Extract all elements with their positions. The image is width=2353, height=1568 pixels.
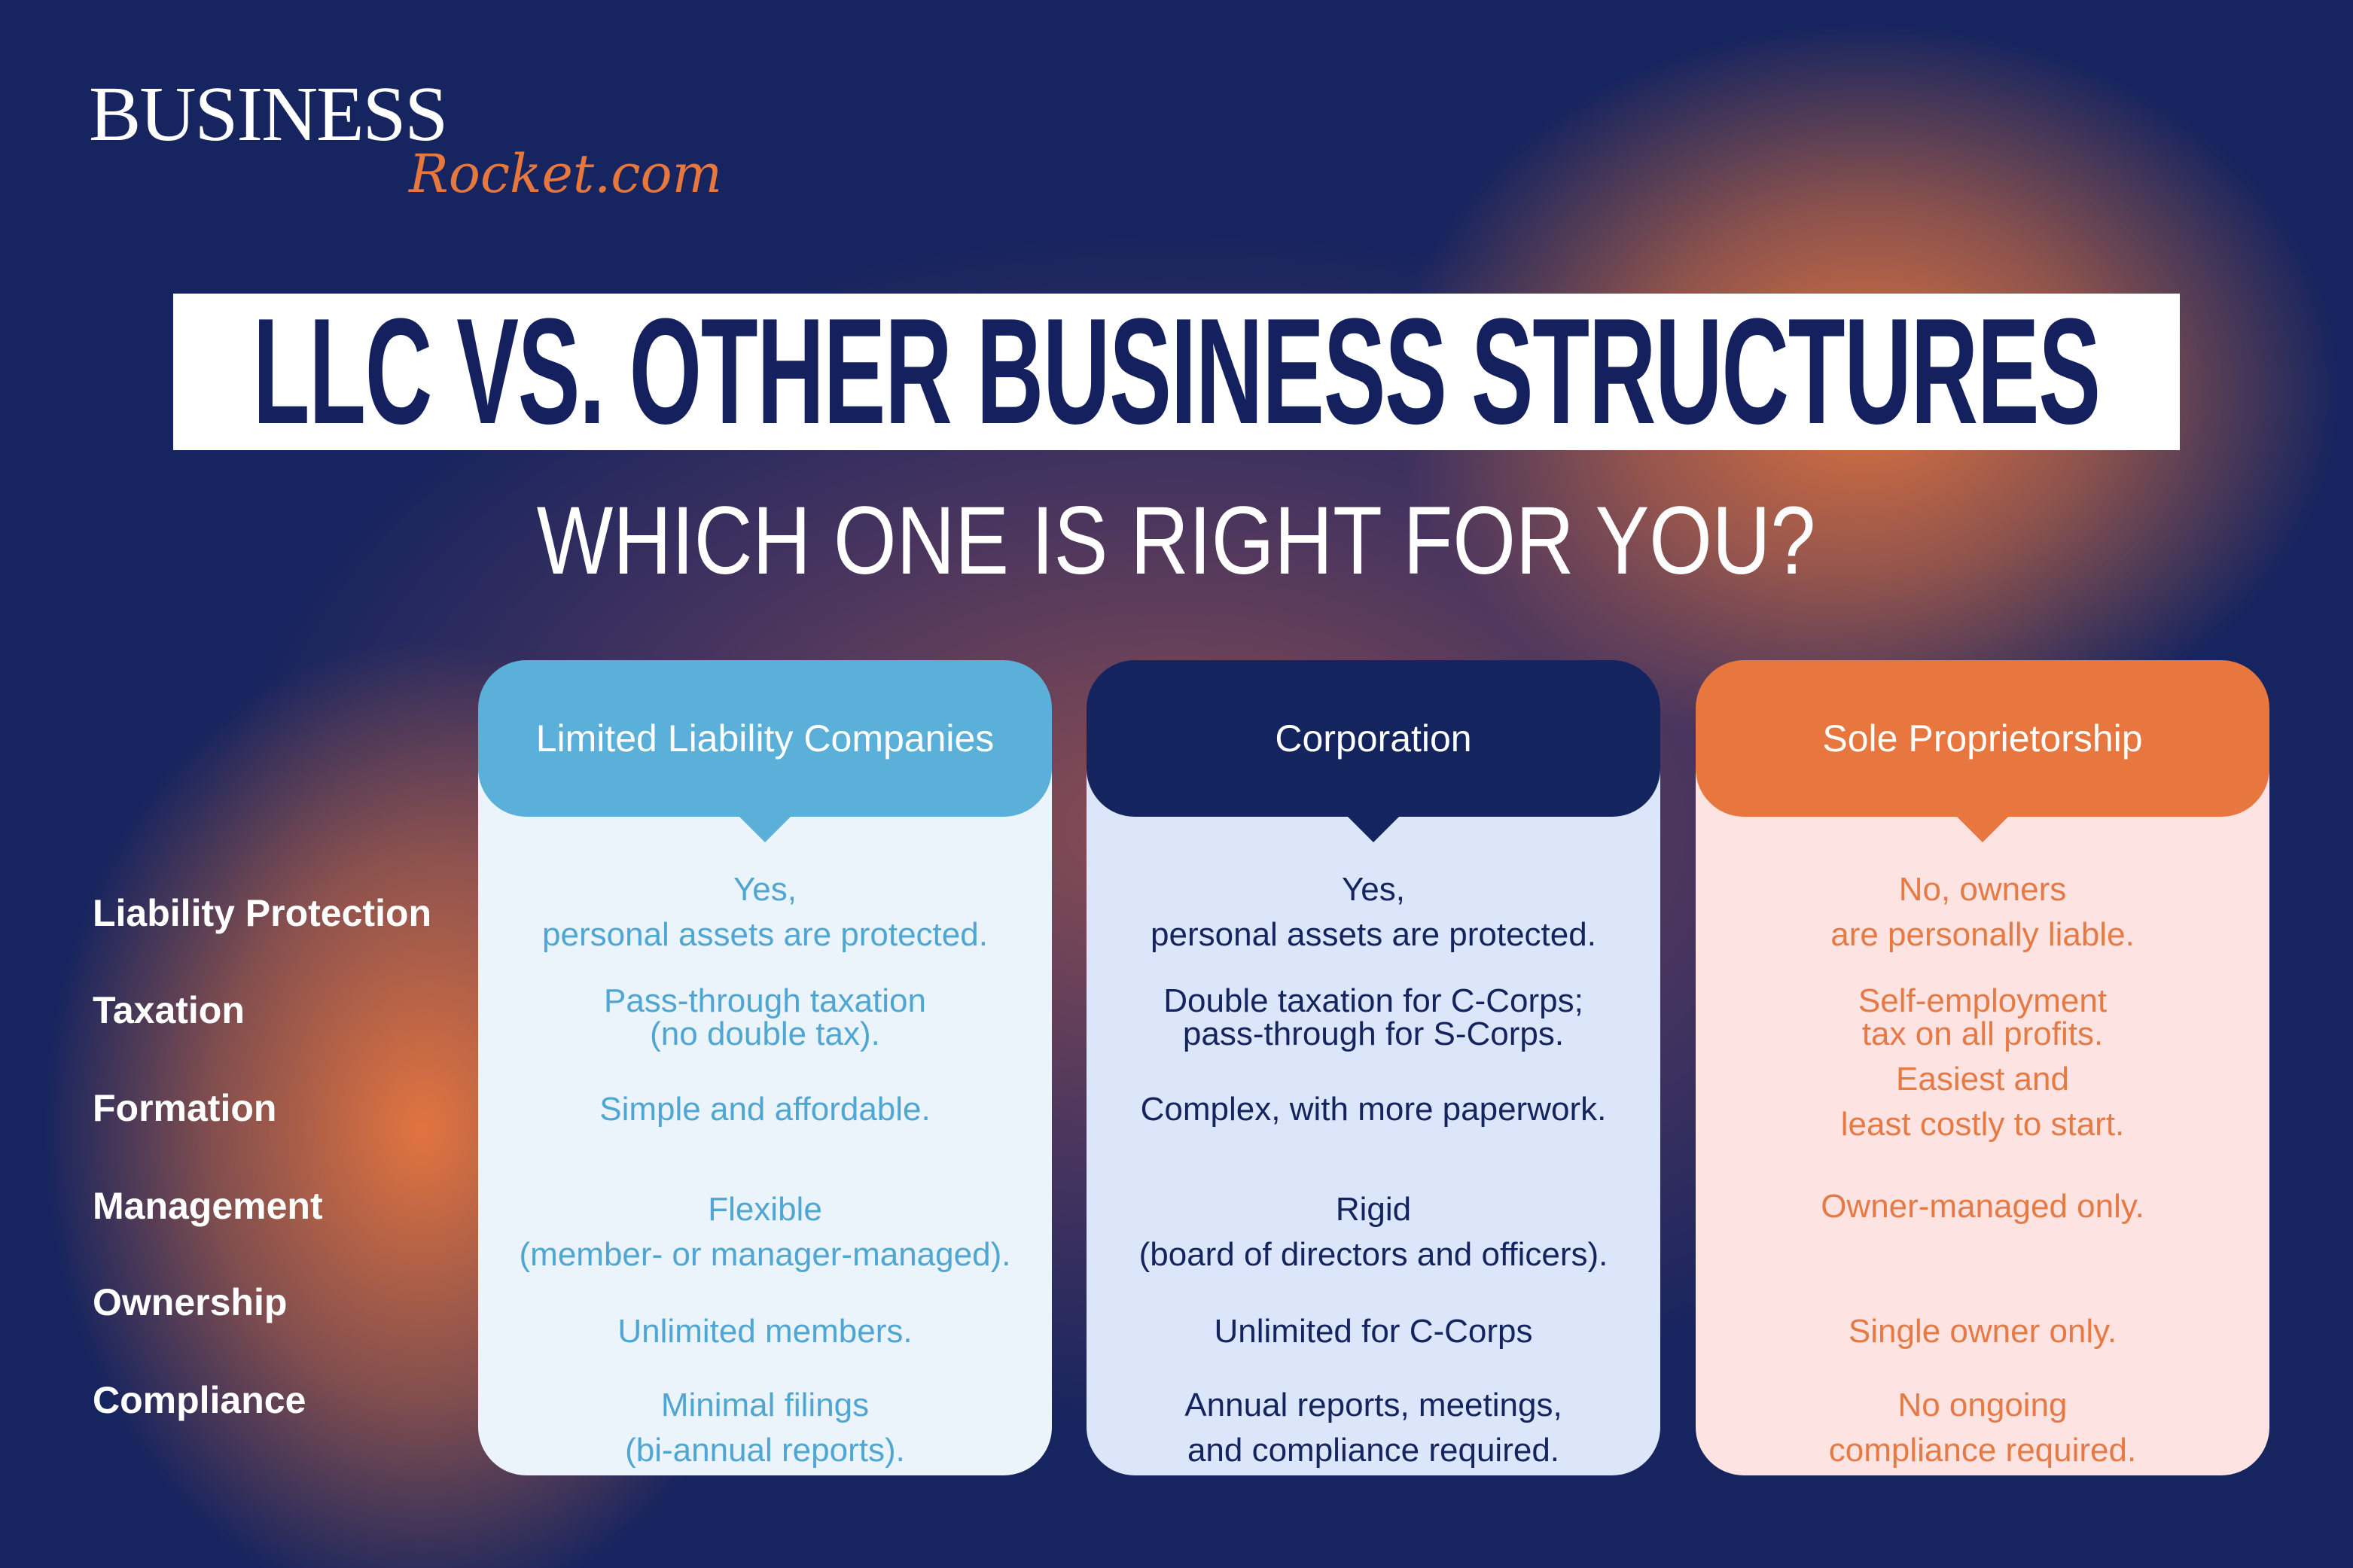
cell-formation: Easiest and least costly to start. bbox=[1696, 1057, 2269, 1147]
cell-line: (no double tax). bbox=[650, 1015, 880, 1052]
page-title: LLC VS. OTHER BUSINESS STRUCTURES bbox=[252, 288, 2101, 455]
cell-line: Yes, bbox=[733, 871, 797, 909]
cell-line: Self-employment bbox=[1858, 982, 2108, 1019]
cell-line: Owner-managed only. bbox=[1821, 1188, 2144, 1225]
row-label-formation: Formation bbox=[93, 1087, 277, 1129]
page-subtitle: WHICH ONE IS RIGHT FOR YOU? bbox=[0, 493, 2353, 589]
cell-line: Annual reports, meetings, bbox=[1184, 1387, 1562, 1424]
cell-line: Easiest and bbox=[1896, 1061, 2069, 1098]
card-body: Yes, personal assets are protected. Pass… bbox=[478, 735, 1052, 1475]
subtitle-text: WHICH ONE IS RIGHT FOR YOU? bbox=[537, 487, 1816, 595]
cell-formation: Complex, with more paperwork. bbox=[1087, 1087, 1660, 1132]
title-banner: LLC VS. OTHER BUSINESS STRUCTURES bbox=[173, 294, 2180, 450]
cell-line: (board of directors and officers). bbox=[1138, 1236, 1608, 1273]
row-label-management: Management bbox=[93, 1185, 323, 1227]
card-header-label: Limited Liability Companies bbox=[535, 717, 995, 760]
logo-business-text: BUSINESS bbox=[89, 71, 448, 157]
cell-line: Unlimited for C-Corps bbox=[1214, 1313, 1533, 1350]
card-header-corporation: Corporation bbox=[1087, 660, 1660, 817]
cell-management: Flexible (member- or manager-managed). bbox=[478, 1187, 1052, 1277]
card-body: Yes, personal assets are protected. Doub… bbox=[1087, 735, 1660, 1475]
cell-line: and compliance required. bbox=[1187, 1432, 1560, 1469]
cell-management: Rigid (board of directors and officers). bbox=[1087, 1187, 1660, 1277]
row-label-taxation: Taxation bbox=[93, 989, 245, 1031]
cell-liability: No, owners are personally liable. bbox=[1696, 867, 2269, 958]
cell-line: pass-through for S-Corps. bbox=[1182, 1015, 1565, 1052]
cell-line: No ongoing bbox=[1897, 1387, 2068, 1424]
cell-liability: Yes, personal assets are protected. bbox=[478, 867, 1052, 958]
pointer-down-icon bbox=[733, 811, 797, 842]
card-header-label: Corporation bbox=[1275, 717, 1472, 760]
cell-taxation: Self-employment tax on all profits. bbox=[1696, 985, 2269, 1051]
brand-logo: BUSINESS Rocket.com bbox=[89, 71, 722, 201]
cell-ownership: Single owner only. bbox=[1696, 1309, 2269, 1354]
pointer-down-icon bbox=[1951, 811, 2014, 842]
cell-line: least costly to start. bbox=[1840, 1106, 2125, 1143]
cell-line: Minimal filings bbox=[660, 1387, 870, 1424]
cell-line: (member- or manager-managed). bbox=[519, 1236, 1011, 1273]
cell-line: personal assets are protected. bbox=[1151, 916, 1596, 953]
cell-compliance: No ongoing compliance required. bbox=[1696, 1383, 2269, 1473]
cell-line: Yes, bbox=[1341, 871, 1405, 909]
cell-liability: Yes, personal assets are protected. bbox=[1087, 867, 1660, 958]
cell-ownership: Unlimited for C-Corps bbox=[1087, 1309, 1660, 1354]
cell-taxation: Pass-through taxation (no double tax). bbox=[478, 985, 1052, 1051]
cell-taxation: Double taxation for C-Corps; pass-throug… bbox=[1087, 985, 1660, 1051]
row-label-compliance: Compliance bbox=[93, 1379, 306, 1421]
cell-line: Unlimited members. bbox=[617, 1313, 913, 1350]
cell-compliance: Annual reports, meetings, and compliance… bbox=[1087, 1383, 1660, 1473]
cell-compliance: Minimal filings (bi-annual reports). bbox=[478, 1383, 1052, 1473]
card-corporation: Yes, personal assets are protected. Doub… bbox=[1087, 660, 1660, 1475]
logo-rocket-text: Rocket.com bbox=[409, 143, 723, 205]
cell-line: are personally liable. bbox=[1830, 916, 2135, 953]
cell-line: No, owners bbox=[1898, 871, 2067, 909]
card-llc: Yes, personal assets are protected. Pass… bbox=[478, 660, 1052, 1475]
cell-line: tax on all profits. bbox=[1861, 1015, 2104, 1052]
cell-line: compliance required. bbox=[1828, 1432, 2137, 1469]
cell-line: (bi-annual reports). bbox=[625, 1432, 905, 1469]
pointer-down-icon bbox=[1342, 811, 1405, 842]
row-label-ownership: Ownership bbox=[93, 1281, 288, 1323]
row-label-liability-protection: Liability Protection bbox=[93, 892, 432, 934]
cell-line: Simple and affordable. bbox=[599, 1091, 931, 1128]
cell-line: Complex, with more paperwork. bbox=[1140, 1091, 1607, 1128]
card-header-sole-proprietorship: Sole Proprietorship bbox=[1696, 660, 2269, 817]
cell-line: personal assets are protected. bbox=[542, 916, 988, 953]
cell-line: Rigid bbox=[1335, 1191, 1412, 1229]
card-header-label: Sole Proprietorship bbox=[1822, 717, 2143, 760]
cell-management: Owner-managed only. bbox=[1696, 1184, 2269, 1229]
card-sole-proprietorship: No, owners are personally liable. Self-e… bbox=[1696, 660, 2269, 1475]
cell-formation: Simple and affordable. bbox=[478, 1087, 1052, 1132]
cell-line: Double taxation for C-Corps; bbox=[1163, 982, 1583, 1019]
cell-line: Single owner only. bbox=[1848, 1313, 2117, 1350]
card-header-llc: Limited Liability Companies bbox=[478, 660, 1052, 817]
card-body: No, owners are personally liable. Self-e… bbox=[1696, 735, 2269, 1475]
cell-line: Flexible bbox=[708, 1191, 822, 1229]
cell-ownership: Unlimited members. bbox=[478, 1309, 1052, 1354]
cell-line: Pass-through taxation bbox=[603, 982, 927, 1019]
